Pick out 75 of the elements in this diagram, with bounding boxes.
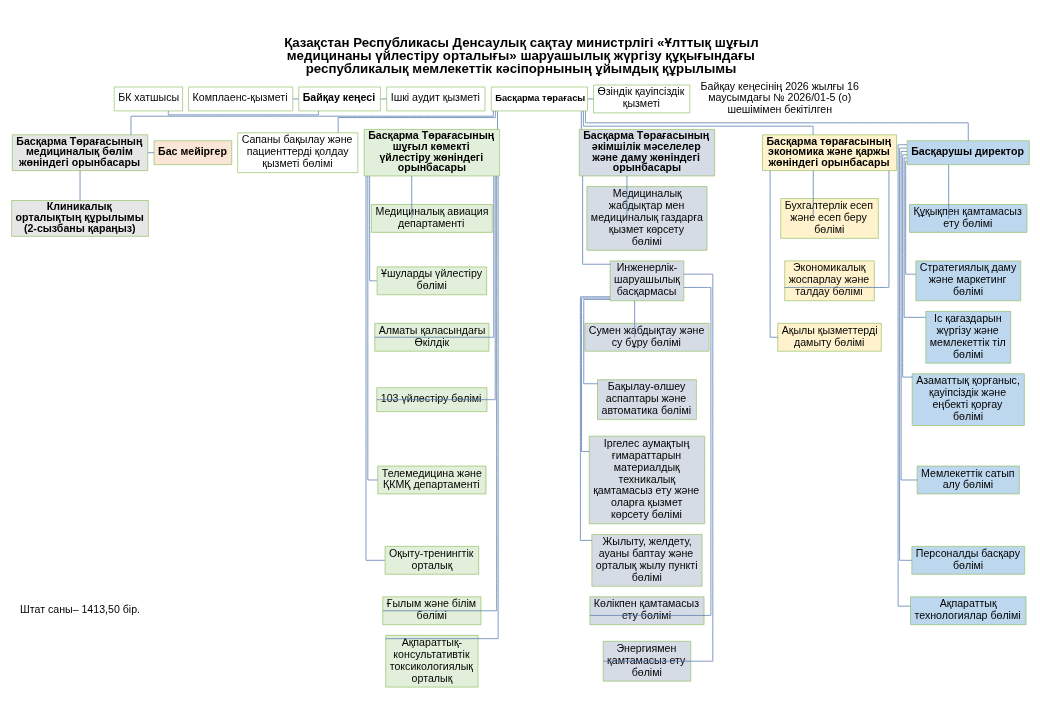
node-box: Құқықпен қамтамасыз ету бөлімі xyxy=(908,203,1027,233)
node-box: Өзіндік қауіпсіздік қызметі xyxy=(592,84,690,113)
connector xyxy=(379,98,387,99)
node-box: 103 үйлестіру бөлімі xyxy=(375,386,487,412)
node-box: Көлікпен қамтамасыз ету бөлімі xyxy=(589,596,704,625)
node-box: Ішкі аудит қызметі xyxy=(385,86,485,111)
connector xyxy=(79,169,80,201)
connector xyxy=(769,169,778,338)
connector xyxy=(147,151,154,153)
connector xyxy=(496,110,498,130)
connector xyxy=(582,110,813,135)
node-box: Оқыту-тренингтік орталық xyxy=(384,545,479,575)
node-box: Ұшуларды үйлестіру бөлімі xyxy=(376,266,487,295)
node-box: Стратегиялық даму және маркетинг бөлімі xyxy=(915,260,1021,301)
node-box: Телемедицина және ҚКМҚ департаменті xyxy=(376,465,486,494)
node-box: Бухгалтерлік есеп және есеп беру бөлімі xyxy=(779,197,879,239)
connector xyxy=(365,175,385,561)
connector xyxy=(410,175,412,219)
node-box: Персоналды басқару бөлімі xyxy=(911,545,1025,575)
connector xyxy=(898,147,912,561)
node-box: Іргелес аумақтың ғимараттарын материалдық техникалық қамтамасыз ету және оларға қызмет көрсету бөлімі xyxy=(588,435,705,524)
node-box: Ғылым және білім бөлімі xyxy=(381,596,481,625)
connector xyxy=(901,153,913,377)
node-box: Басқарма Төрағасының медициналық бөлім жөніндегі орынбасары xyxy=(11,133,148,171)
connector xyxy=(580,110,582,130)
label: Байқау кеңесінің 2026 жылғы 16 маусымдағы № 2026/01-5 (о) шешімімен бекітілген xyxy=(700,79,859,115)
node-box: Басқарушы директор xyxy=(906,139,1030,165)
node-box: Байқау кеңесі xyxy=(297,86,381,111)
node-box: Комплаенс-қызметі xyxy=(187,86,293,111)
node-box: Іс қағаздарын жүргізу және мемлекеттік тіл бөлімі xyxy=(924,310,1011,363)
node-box: Басқарма Төрағасының шұғыл көмекті үйлестіру жөніндегі орынбасары xyxy=(363,128,500,176)
node-box: Сумен жабдықтау және су бұру бөлімі xyxy=(584,322,709,352)
node-box: Бақылау-өлшеу аспаптары және автоматика бөлімі xyxy=(596,378,697,420)
connector xyxy=(130,110,494,135)
connector xyxy=(581,175,611,265)
node-box: Клиникалық орталықтың құрылымы (2-сызбаны қараңыз) xyxy=(10,199,149,237)
node-box: Мемлекеттік сатып алу бөлімі xyxy=(916,465,1020,494)
node-box: Басқарма төрағасының экономика және қаржы жөніндегі орынбасары xyxy=(761,133,897,171)
node-box: Басқарма төрағасы xyxy=(490,86,588,111)
connector xyxy=(579,295,610,541)
node-box: Ақпараттық технологиялар бөлімі xyxy=(909,596,1026,625)
node-box: БК хатшысы xyxy=(113,86,183,111)
node-box: Ақпараттық-консультативтік токсикологиялық орталық xyxy=(384,634,478,687)
node-box: Алматы қаласындағы Өкілдік xyxy=(373,322,489,352)
connector xyxy=(903,157,926,318)
connector xyxy=(584,110,969,141)
connector xyxy=(582,298,610,384)
node-box: Ақылы қызметтерді дамыту бөлімі xyxy=(776,322,882,352)
node-box: Инженерлік-шаруашылық басқармасы xyxy=(609,260,684,301)
node-box: Медициналық авиация департаменті xyxy=(370,203,493,233)
node-box: Басқарма Төрағасының әкімшілік мәселелер және даму жөніндегі орынбасары xyxy=(578,128,715,176)
node-box: Азаматтық қорғаныс, қауіпсіздік және еңбекті қорғау бөлімі xyxy=(911,372,1025,426)
connector xyxy=(633,300,635,338)
connector xyxy=(586,98,594,99)
diagram-title: Қазақстан Республикасы Денсаулық сақтау министрлігі «Ұлттық шұғыл медицинаны үйлестіру орталығы» шаруашылық жүргізу құқығындағы республикалық мемлекеттік кәсіпорнының ұйымдық құрылымы xyxy=(283,34,759,76)
connector xyxy=(368,175,377,281)
connector xyxy=(366,175,378,480)
connector xyxy=(292,98,299,99)
connector xyxy=(812,169,814,219)
node-box: Медициналық жабдықтар мен медициналық газдарға қызмет көрсету бөлімі xyxy=(586,185,707,251)
node-box: Жылыту, желдету, ауаны баптау және орталық жылу пункті бөлімі xyxy=(591,533,702,587)
connector xyxy=(626,175,627,219)
connector xyxy=(783,170,889,288)
label: Штат саны– 1413,50 бір. xyxy=(19,602,140,615)
connector xyxy=(167,110,319,115)
node-box: Сапаны бақылау және пациенттерді қолдау қызметі бөлімі xyxy=(236,131,358,173)
node-box: Экономикалық жоспарлау және талдау бөлімі xyxy=(783,260,875,301)
node-box: Энергиямен қамтамасыз ету бөлімі xyxy=(602,640,691,681)
connector xyxy=(904,160,916,275)
node-box: Бас мейіргер xyxy=(153,139,232,165)
connector xyxy=(337,110,496,133)
connector xyxy=(900,150,918,480)
connector xyxy=(602,273,713,662)
connector xyxy=(947,163,949,219)
connector xyxy=(580,297,610,452)
